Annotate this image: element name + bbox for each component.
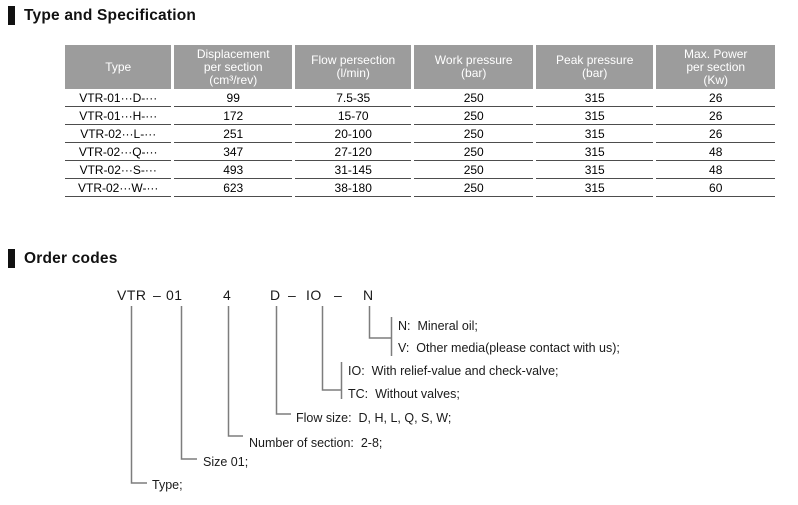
connector-media-elbow: [368, 306, 392, 339]
label-valve-io: IO: With relief-value and check-valve;: [348, 364, 559, 378]
code-part-size: 01: [166, 287, 183, 303]
order-section-title: Order codes: [8, 249, 118, 268]
table-cell: 60: [656, 179, 775, 197]
code-dash: –: [153, 287, 162, 303]
connector-flow: [275, 306, 291, 415]
code-dash: –: [334, 287, 343, 303]
label-size: Size 01;: [203, 455, 249, 469]
table-cell: VTR-02···W-···: [65, 179, 172, 197]
table-cell: VTR-02···Q-···: [65, 143, 172, 161]
table-cell: 250: [414, 179, 533, 197]
title-bar-mark: [8, 6, 15, 25]
code-part-valves: IO: [306, 287, 322, 303]
table-cell: 493: [174, 161, 292, 179]
connector-valves-elbow: [321, 306, 342, 391]
label-valve-tc: TC: Without valves;: [348, 387, 460, 401]
column-header: Work pressure (bar): [414, 45, 533, 89]
label-flow-size: Flow size: D, H, L, Q, S, W;: [296, 411, 452, 425]
column-header: Peak pressure (bar): [535, 45, 654, 89]
column-header: Type: [65, 45, 172, 89]
table-cell: 20-100: [294, 125, 412, 143]
column-header: Max. Power per section (Kw): [656, 45, 775, 89]
table-cell: 7.5-35: [294, 89, 412, 107]
table-cell: 250: [414, 161, 533, 179]
table-cell: 250: [414, 89, 533, 107]
connector-type: [130, 306, 147, 484]
label-num-section: Number of section: 2-8;: [249, 436, 383, 450]
table-cell: 26: [656, 107, 775, 125]
label-media-n: N: Mineral oil;: [398, 319, 478, 333]
table-cell: 250: [414, 143, 533, 161]
table-cell: 251: [174, 125, 292, 143]
table-cell: 172: [174, 107, 292, 125]
code-part-sections: 4: [223, 287, 232, 303]
table-cell: 99: [174, 89, 292, 107]
table-cell: 623: [174, 179, 292, 197]
table-cell: 315: [535, 107, 654, 125]
table-cell: 48: [656, 161, 775, 179]
spec-title-text: Type and Specification: [24, 6, 197, 24]
table-cell: 315: [535, 161, 654, 179]
table-cell: 315: [535, 143, 654, 161]
table-cell: VTR-01···D-···: [65, 89, 172, 107]
column-header: Flow persection (l/min): [294, 45, 412, 89]
column-header: Displacement per section (cm³/rev): [174, 45, 292, 89]
table-cell: 315: [535, 125, 654, 143]
label-type: Type;: [152, 478, 183, 492]
table-cell: 48: [656, 143, 775, 161]
code-part-flow: D: [270, 287, 281, 303]
table-cell: 347: [174, 143, 292, 161]
code-part-media: N: [363, 287, 374, 303]
table-cell: 31-145: [294, 161, 412, 179]
table-cell: 27-120: [294, 143, 412, 161]
code-part-series: VTR: [117, 287, 147, 303]
table-cell: 315: [535, 89, 654, 107]
table-cell: 250: [414, 125, 533, 143]
connector-size: [180, 306, 197, 460]
table-cell: 315: [535, 179, 654, 197]
title-bar-mark: [8, 249, 15, 268]
table-cell: 38-180: [294, 179, 412, 197]
order-title-text: Order codes: [24, 249, 118, 267]
connector-sections: [227, 306, 243, 437]
table-cell: 26: [656, 89, 775, 107]
table-cell: VTR-01···H-···: [65, 107, 172, 125]
table-cell: 250: [414, 107, 533, 125]
label-media-v: V: Other media(please contact with us);: [398, 341, 620, 355]
table-cell: 15-70: [294, 107, 412, 125]
table-cell: VTR-02···L-···: [65, 125, 172, 143]
spec-section-title: Type and Specification: [8, 6, 196, 25]
code-dash: –: [288, 287, 297, 303]
table-cell: VTR-02···S-···: [65, 161, 172, 179]
table-cell: 26: [656, 125, 775, 143]
